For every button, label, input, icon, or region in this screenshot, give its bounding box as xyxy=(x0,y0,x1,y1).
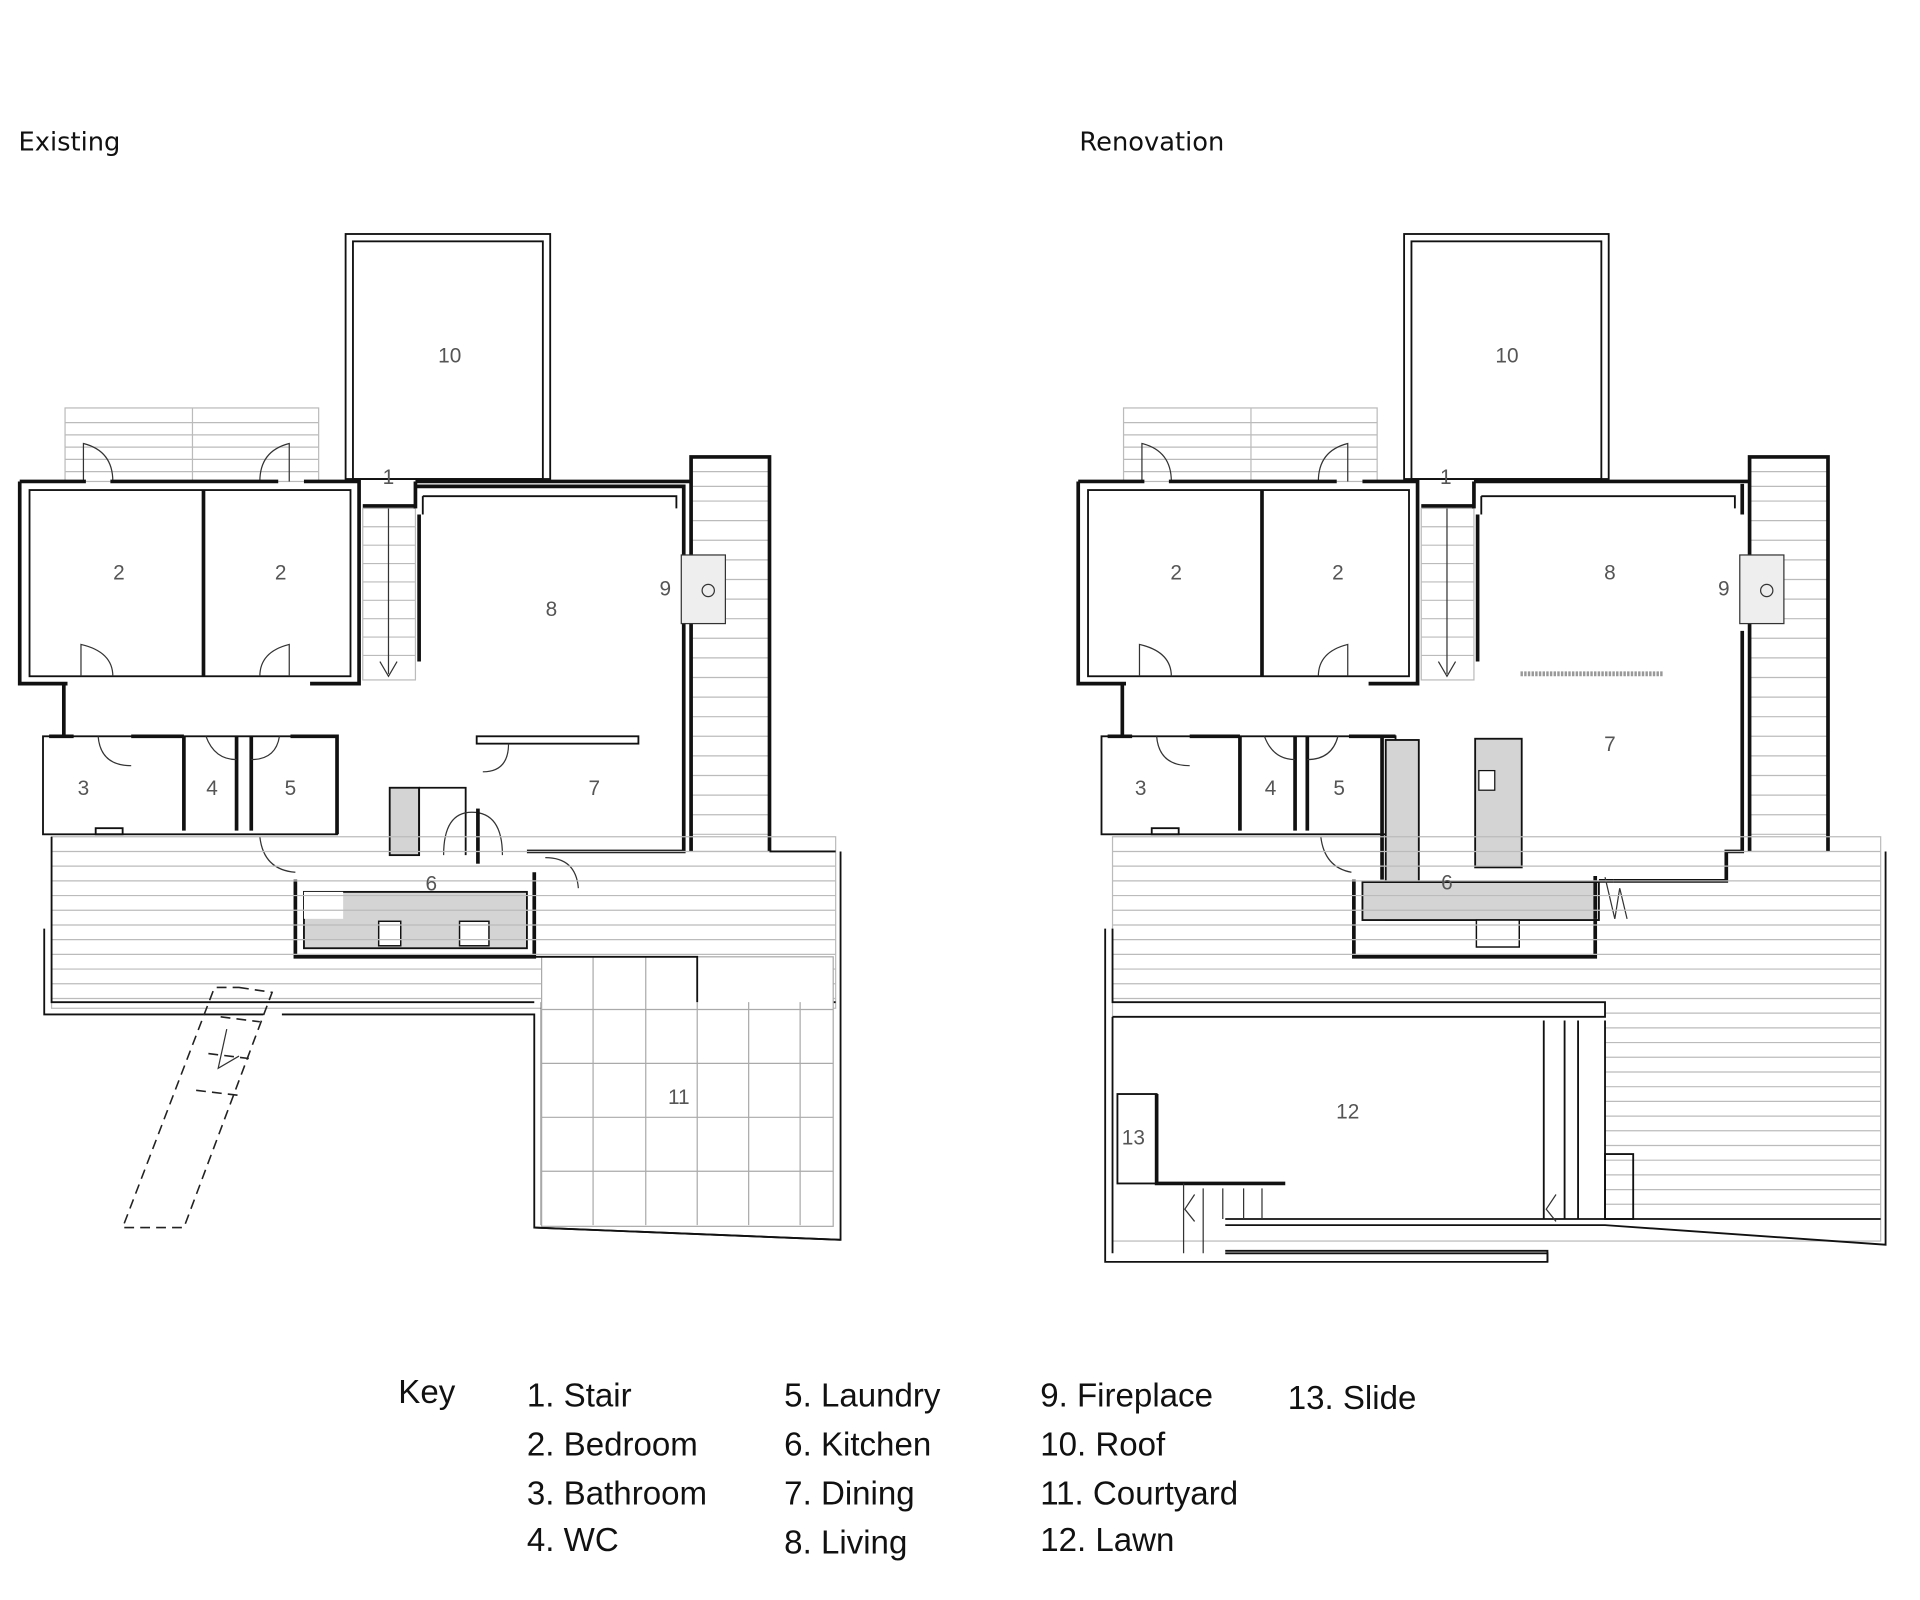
room-label: 9 xyxy=(660,577,672,600)
room-label: 2 xyxy=(1170,561,1182,584)
key-title: Key xyxy=(398,1374,455,1411)
key-item-13: 13. Slide xyxy=(1288,1380,1417,1417)
room-label: 5 xyxy=(1333,777,1345,800)
room-label: 8 xyxy=(546,598,558,621)
legend-key: Key 1. Stair 2. Bedroom 3. Bathroom 4. W… xyxy=(398,1374,1416,1562)
room-label: 10 xyxy=(1495,345,1518,368)
key-item-6: 6. Kitchen xyxy=(784,1426,931,1463)
key-item-4: 4. WC xyxy=(527,1522,619,1559)
key-item-1: 1. Stair xyxy=(527,1377,632,1414)
room-label: 7 xyxy=(1604,733,1616,756)
room-label: 2 xyxy=(275,561,287,584)
room-label: 4 xyxy=(206,777,218,800)
key-item-12: 12. Lawn xyxy=(1040,1522,1174,1559)
room-label: 13 xyxy=(1122,1126,1145,1149)
key-item-8: 8. Living xyxy=(784,1524,907,1561)
room-label: 2 xyxy=(1332,561,1344,584)
key-item-2: 2. Bedroom xyxy=(527,1426,698,1463)
room-label: 5 xyxy=(285,777,297,800)
existing-title: Existing xyxy=(18,128,120,158)
room-label: 1 xyxy=(1440,466,1452,489)
key-item-7: 7. Dining xyxy=(784,1475,915,1512)
room-label: 4 xyxy=(1265,777,1277,800)
room-label: 11 xyxy=(668,1086,690,1109)
room-label: 6 xyxy=(426,873,438,896)
room-label: 7 xyxy=(589,777,601,800)
key-item-9: 9. Fireplace xyxy=(1040,1377,1213,1414)
room-label: 12 xyxy=(1336,1101,1359,1124)
key-item-10: 10. Roof xyxy=(1040,1426,1166,1463)
room-label: 2 xyxy=(113,561,125,584)
room-label: 3 xyxy=(1135,777,1147,800)
room-label: 10 xyxy=(438,345,461,368)
renovation-title: Renovation xyxy=(1079,128,1224,158)
key-item-11: 11. Courtyard xyxy=(1040,1475,1238,1512)
key-item-3: 3. Bathroom xyxy=(527,1475,707,1512)
room-label: 3 xyxy=(78,777,90,800)
renovation-plan xyxy=(1076,233,1887,1263)
key-item-5: 5. Laundry xyxy=(784,1377,941,1414)
existing-plan xyxy=(17,233,842,1241)
room-label: 8 xyxy=(1604,561,1616,584)
room-label: 9 xyxy=(1718,577,1730,600)
room-label: 1 xyxy=(383,466,395,489)
room-label: 6 xyxy=(1441,871,1453,894)
